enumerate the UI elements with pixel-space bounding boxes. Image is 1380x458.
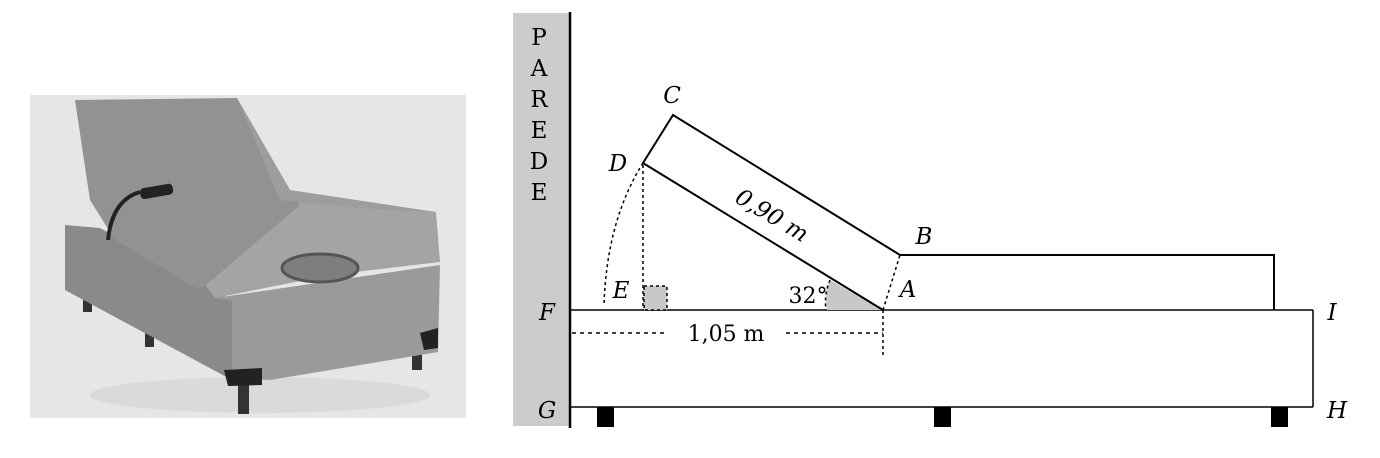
point-B-label: B [915, 224, 933, 250]
point-F-label: F [538, 300, 556, 326]
point-A-label: A [898, 277, 917, 303]
foot [1271, 407, 1288, 427]
bed-leg [238, 378, 249, 414]
wall-letter: D [530, 149, 548, 175]
length-FA-label: 1,05 m [688, 322, 765, 347]
base-front [215, 265, 440, 380]
wall-letter: A [530, 56, 548, 82]
point-G-label: G [538, 398, 556, 424]
right-angle-mark [643, 285, 668, 311]
wall-label: P A R E D E [530, 25, 549, 206]
raised-mattress [641, 113, 1275, 311]
remote-icon [140, 183, 174, 200]
point-D-label: D [608, 151, 627, 177]
point-E-label: E [612, 278, 630, 304]
bed-leg [145, 325, 154, 347]
point-I-label: I [1326, 300, 1337, 326]
point-C-label: C [663, 83, 681, 109]
foot [934, 407, 951, 427]
wall-letter: E [531, 118, 548, 144]
wall-letter: R [530, 87, 548, 113]
bed-photo [30, 95, 466, 418]
mattress-raised [75, 98, 300, 290]
wall-letter: P [531, 25, 546, 51]
angle-label: 32° [789, 284, 828, 309]
foot [597, 407, 614, 427]
wall-letter: E [531, 180, 548, 206]
wall [513, 13, 569, 426]
base-side [65, 225, 232, 380]
point-H-label: H [1326, 398, 1348, 424]
angle-32-shade [826, 280, 883, 310]
